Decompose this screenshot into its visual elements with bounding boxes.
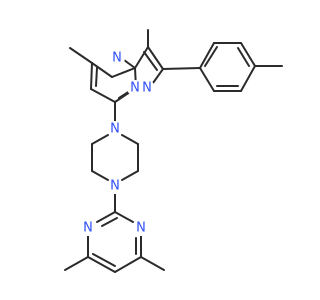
bond [114, 256, 142, 273]
bond [90, 88, 116, 103]
bond [91, 170, 109, 181]
bond [91, 62, 113, 78]
atom-labels: N N N N N N N [80, 50, 155, 236]
bond [96, 211, 116, 223]
bond [95, 67, 98, 87]
bond [121, 134, 139, 145]
nitrogen-atom: N [133, 220, 149, 236]
atom-label: N [142, 81, 152, 96]
atom-label: N [110, 122, 120, 137]
bond [111, 67, 136, 78]
bond [240, 65, 256, 92]
bond [204, 46, 218, 67]
bond [240, 42, 256, 67]
bond [147, 46, 164, 70]
bond [134, 46, 149, 69]
bond [143, 51, 158, 71]
bond [87, 256, 116, 273]
nitrogen-atom: N [139, 80, 155, 96]
bond [140, 256, 165, 271]
bond [152, 68, 164, 84]
bond [64, 256, 89, 271]
bond [123, 59, 136, 69]
bond [92, 253, 116, 267]
bond [91, 134, 109, 145]
bonds [64, 29, 283, 273]
nitrogen-atom: N [107, 178, 123, 194]
bond [114, 211, 134, 223]
bond [69, 47, 93, 64]
nitrogen-atom: N [107, 121, 123, 137]
bond [101, 217, 118, 227]
atom-label: N [130, 81, 140, 96]
bond [199, 67, 215, 92]
atom-label: N [83, 221, 93, 236]
atom-label: N [112, 51, 122, 66]
bond [199, 42, 215, 69]
nitrogen-atom: N [127, 80, 143, 96]
nitrogen-atom: N [80, 220, 96, 236]
nitrogen-atom: N [109, 50, 125, 66]
molecule-structure-diagram: N N N N N N N [64, 29, 283, 273]
bond [237, 47, 250, 67]
atom-label: N [136, 221, 146, 236]
bond [162, 67, 201, 70]
bond [90, 62, 93, 90]
bond [121, 170, 139, 181]
atom-label: N [110, 179, 120, 194]
